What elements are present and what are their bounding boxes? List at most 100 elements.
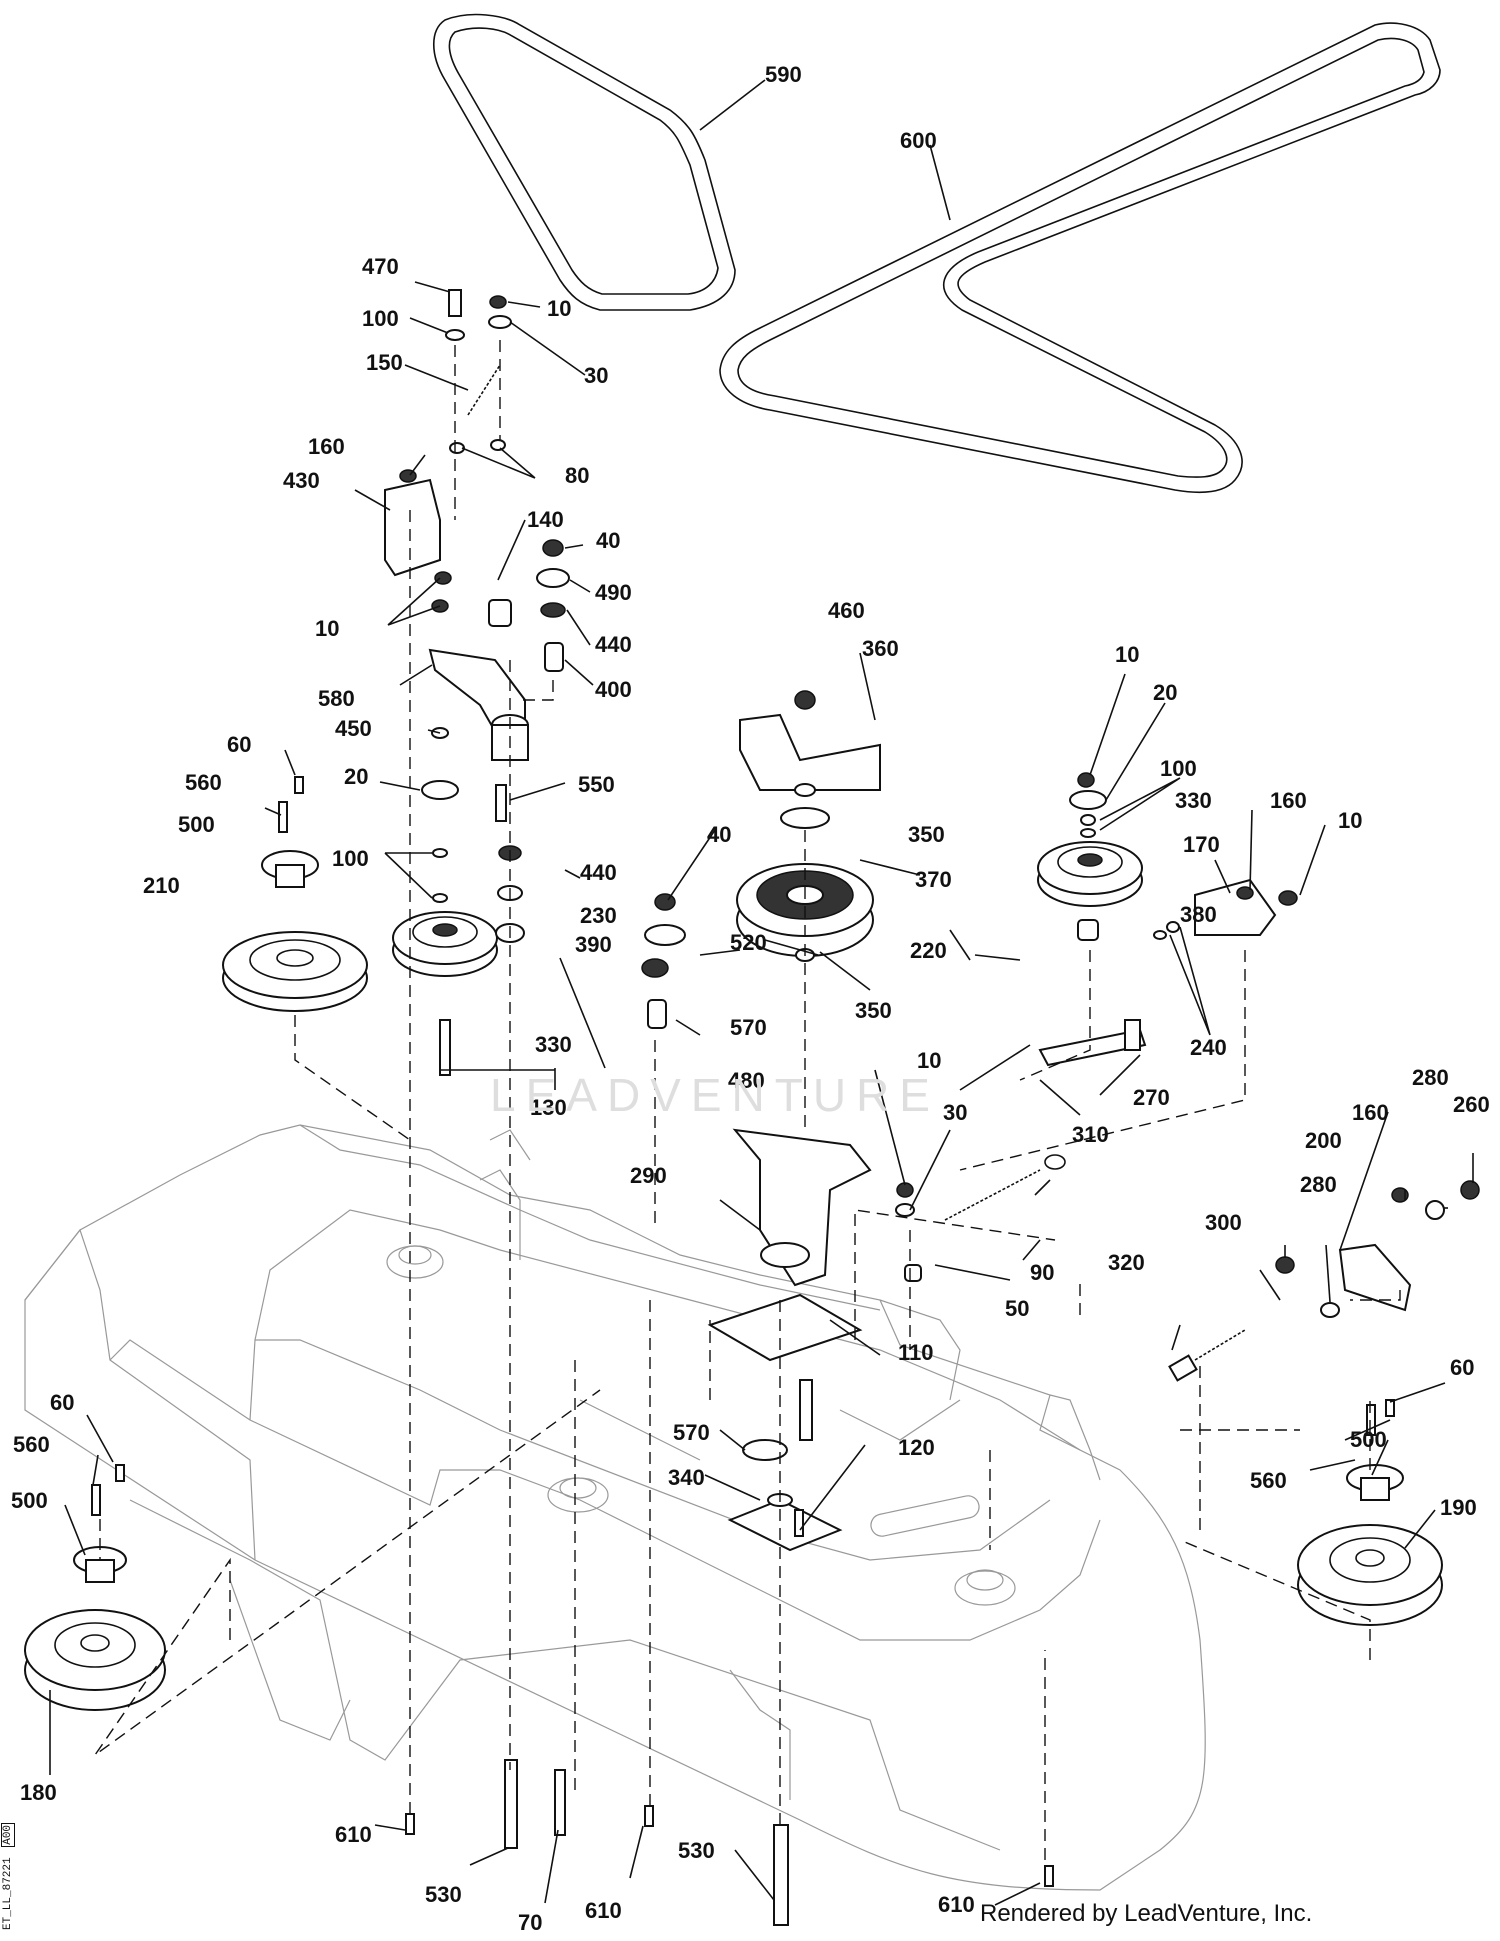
callout-290: 290 bbox=[630, 1163, 667, 1188]
callout-350: 350 bbox=[908, 822, 945, 847]
reference-code-text: ET_LL_87221 bbox=[2, 1857, 14, 1930]
rod-310 bbox=[959, 1044, 1031, 1091]
callout-260: 260 bbox=[1453, 1092, 1490, 1117]
idler-arm-580 bbox=[428, 648, 529, 761]
callout-310: 310 bbox=[1072, 1122, 1109, 1147]
callout-160: 160 bbox=[1270, 788, 1307, 813]
pulley-220 bbox=[736, 863, 874, 957]
callout-280: 280 bbox=[1300, 1172, 1337, 1197]
bracket-430 bbox=[384, 478, 441, 577]
callout-270: 270 bbox=[1133, 1085, 1170, 1110]
callout-100: 100 bbox=[362, 306, 399, 331]
arm-290 bbox=[732, 1128, 872, 1287]
callout-50: 50 bbox=[1005, 1296, 1029, 1321]
callout-490: 490 bbox=[595, 580, 632, 605]
belt-600 bbox=[719, 22, 1441, 494]
spring-150 bbox=[467, 364, 501, 416]
callout-440: 440 bbox=[595, 632, 632, 657]
callout-500: 500 bbox=[11, 1488, 48, 1513]
callout-560: 560 bbox=[185, 770, 222, 795]
callout-10: 10 bbox=[315, 616, 339, 641]
callout-40: 40 bbox=[596, 528, 620, 553]
callout-110: 110 bbox=[898, 1340, 934, 1365]
callout-180: 180 bbox=[20, 1780, 57, 1805]
pulley-190 bbox=[1297, 1524, 1443, 1626]
callout-240: 240 bbox=[1190, 1035, 1227, 1060]
callout-10: 10 bbox=[1338, 808, 1362, 833]
callout-530: 530 bbox=[425, 1882, 462, 1907]
callout-230: 230 bbox=[580, 903, 617, 928]
callout-330: 330 bbox=[1175, 788, 1212, 813]
callout-570: 570 bbox=[673, 1420, 710, 1445]
callout-320: 320 bbox=[1108, 1250, 1145, 1275]
callout-480: 480 bbox=[728, 1068, 765, 1093]
callout-70: 70 bbox=[518, 1910, 542, 1935]
callout-10: 10 bbox=[1115, 642, 1139, 667]
hardware bbox=[91, 289, 1480, 1926]
callout-380: 380 bbox=[1180, 902, 1217, 927]
callout-160: 160 bbox=[308, 434, 345, 459]
hub-500 bbox=[73, 850, 1404, 1583]
callout-30: 30 bbox=[584, 363, 608, 388]
callout-60: 60 bbox=[50, 1390, 74, 1415]
pulley-330-right bbox=[1037, 841, 1143, 907]
callout-160: 160 bbox=[1352, 1100, 1389, 1125]
callout-500: 500 bbox=[1350, 1427, 1387, 1452]
callout-60: 60 bbox=[1450, 1355, 1474, 1380]
callout-570: 570 bbox=[730, 1015, 767, 1040]
leader-lines bbox=[49, 79, 1474, 1906]
callout-20: 20 bbox=[344, 764, 368, 789]
callout-20: 20 bbox=[1153, 680, 1177, 705]
callout-200: 200 bbox=[1305, 1128, 1342, 1153]
callout-440: 440 bbox=[580, 860, 617, 885]
callout-370: 370 bbox=[915, 867, 952, 892]
callout-560: 560 bbox=[1250, 1468, 1287, 1493]
callout-labels: 590 600 470 100 10 30 150 160 80 430 140… bbox=[11, 62, 1490, 1935]
bolt-320 bbox=[1168, 1329, 1246, 1382]
callout-590: 590 bbox=[765, 62, 802, 87]
callout-120: 120 bbox=[898, 1435, 935, 1460]
pulley-330-left bbox=[392, 911, 498, 977]
callout-610: 610 bbox=[335, 1822, 372, 1847]
rendered-by-credit: Rendered by LeadVenture, Inc. bbox=[980, 1900, 1313, 1927]
callout-470: 470 bbox=[362, 254, 399, 279]
callout-610: 610 bbox=[938, 1892, 975, 1917]
callout-500: 500 bbox=[178, 812, 215, 837]
callout-600: 600 bbox=[900, 128, 937, 153]
callout-10: 10 bbox=[917, 1048, 941, 1073]
callout-60: 60 bbox=[227, 732, 251, 757]
callout-10: 10 bbox=[547, 296, 571, 321]
callout-550: 550 bbox=[578, 772, 615, 797]
callout-100: 100 bbox=[1160, 756, 1197, 781]
plate-340 bbox=[727, 1498, 843, 1552]
callout-330: 330 bbox=[535, 1032, 572, 1057]
callout-220: 220 bbox=[910, 938, 947, 963]
bracket-360 bbox=[739, 713, 881, 791]
pulley-210 bbox=[222, 931, 368, 1012]
pulley-180 bbox=[24, 1609, 166, 1711]
bracket-200 bbox=[1338, 1243, 1412, 1312]
callout-130: 130 bbox=[530, 1095, 567, 1120]
callout-300: 300 bbox=[1205, 1210, 1242, 1235]
callout-520: 520 bbox=[730, 930, 767, 955]
callout-400: 400 bbox=[595, 677, 632, 702]
belt-590 bbox=[433, 13, 736, 311]
spring-90 bbox=[944, 1154, 1066, 1221]
callout-610: 610 bbox=[585, 1898, 622, 1923]
plate-110 bbox=[707, 1293, 863, 1362]
callout-80: 80 bbox=[565, 463, 589, 488]
callout-340: 340 bbox=[668, 1465, 705, 1490]
callout-430: 430 bbox=[283, 468, 320, 493]
mower-deck bbox=[24, 1124, 1206, 1891]
watermark: LEADVENTURE bbox=[490, 1069, 940, 1121]
reference-code: ET_LL_87221 A00 bbox=[1, 1822, 15, 1930]
callout-210: 210 bbox=[143, 873, 180, 898]
callout-460: 460 bbox=[828, 598, 865, 623]
callout-150: 150 bbox=[366, 350, 403, 375]
callout-530: 530 bbox=[678, 1838, 715, 1863]
rod-270 bbox=[1038, 1019, 1147, 1067]
assembly-lines bbox=[94, 340, 1401, 1860]
callout-30: 30 bbox=[943, 1100, 967, 1125]
callout-390: 390 bbox=[575, 932, 612, 957]
